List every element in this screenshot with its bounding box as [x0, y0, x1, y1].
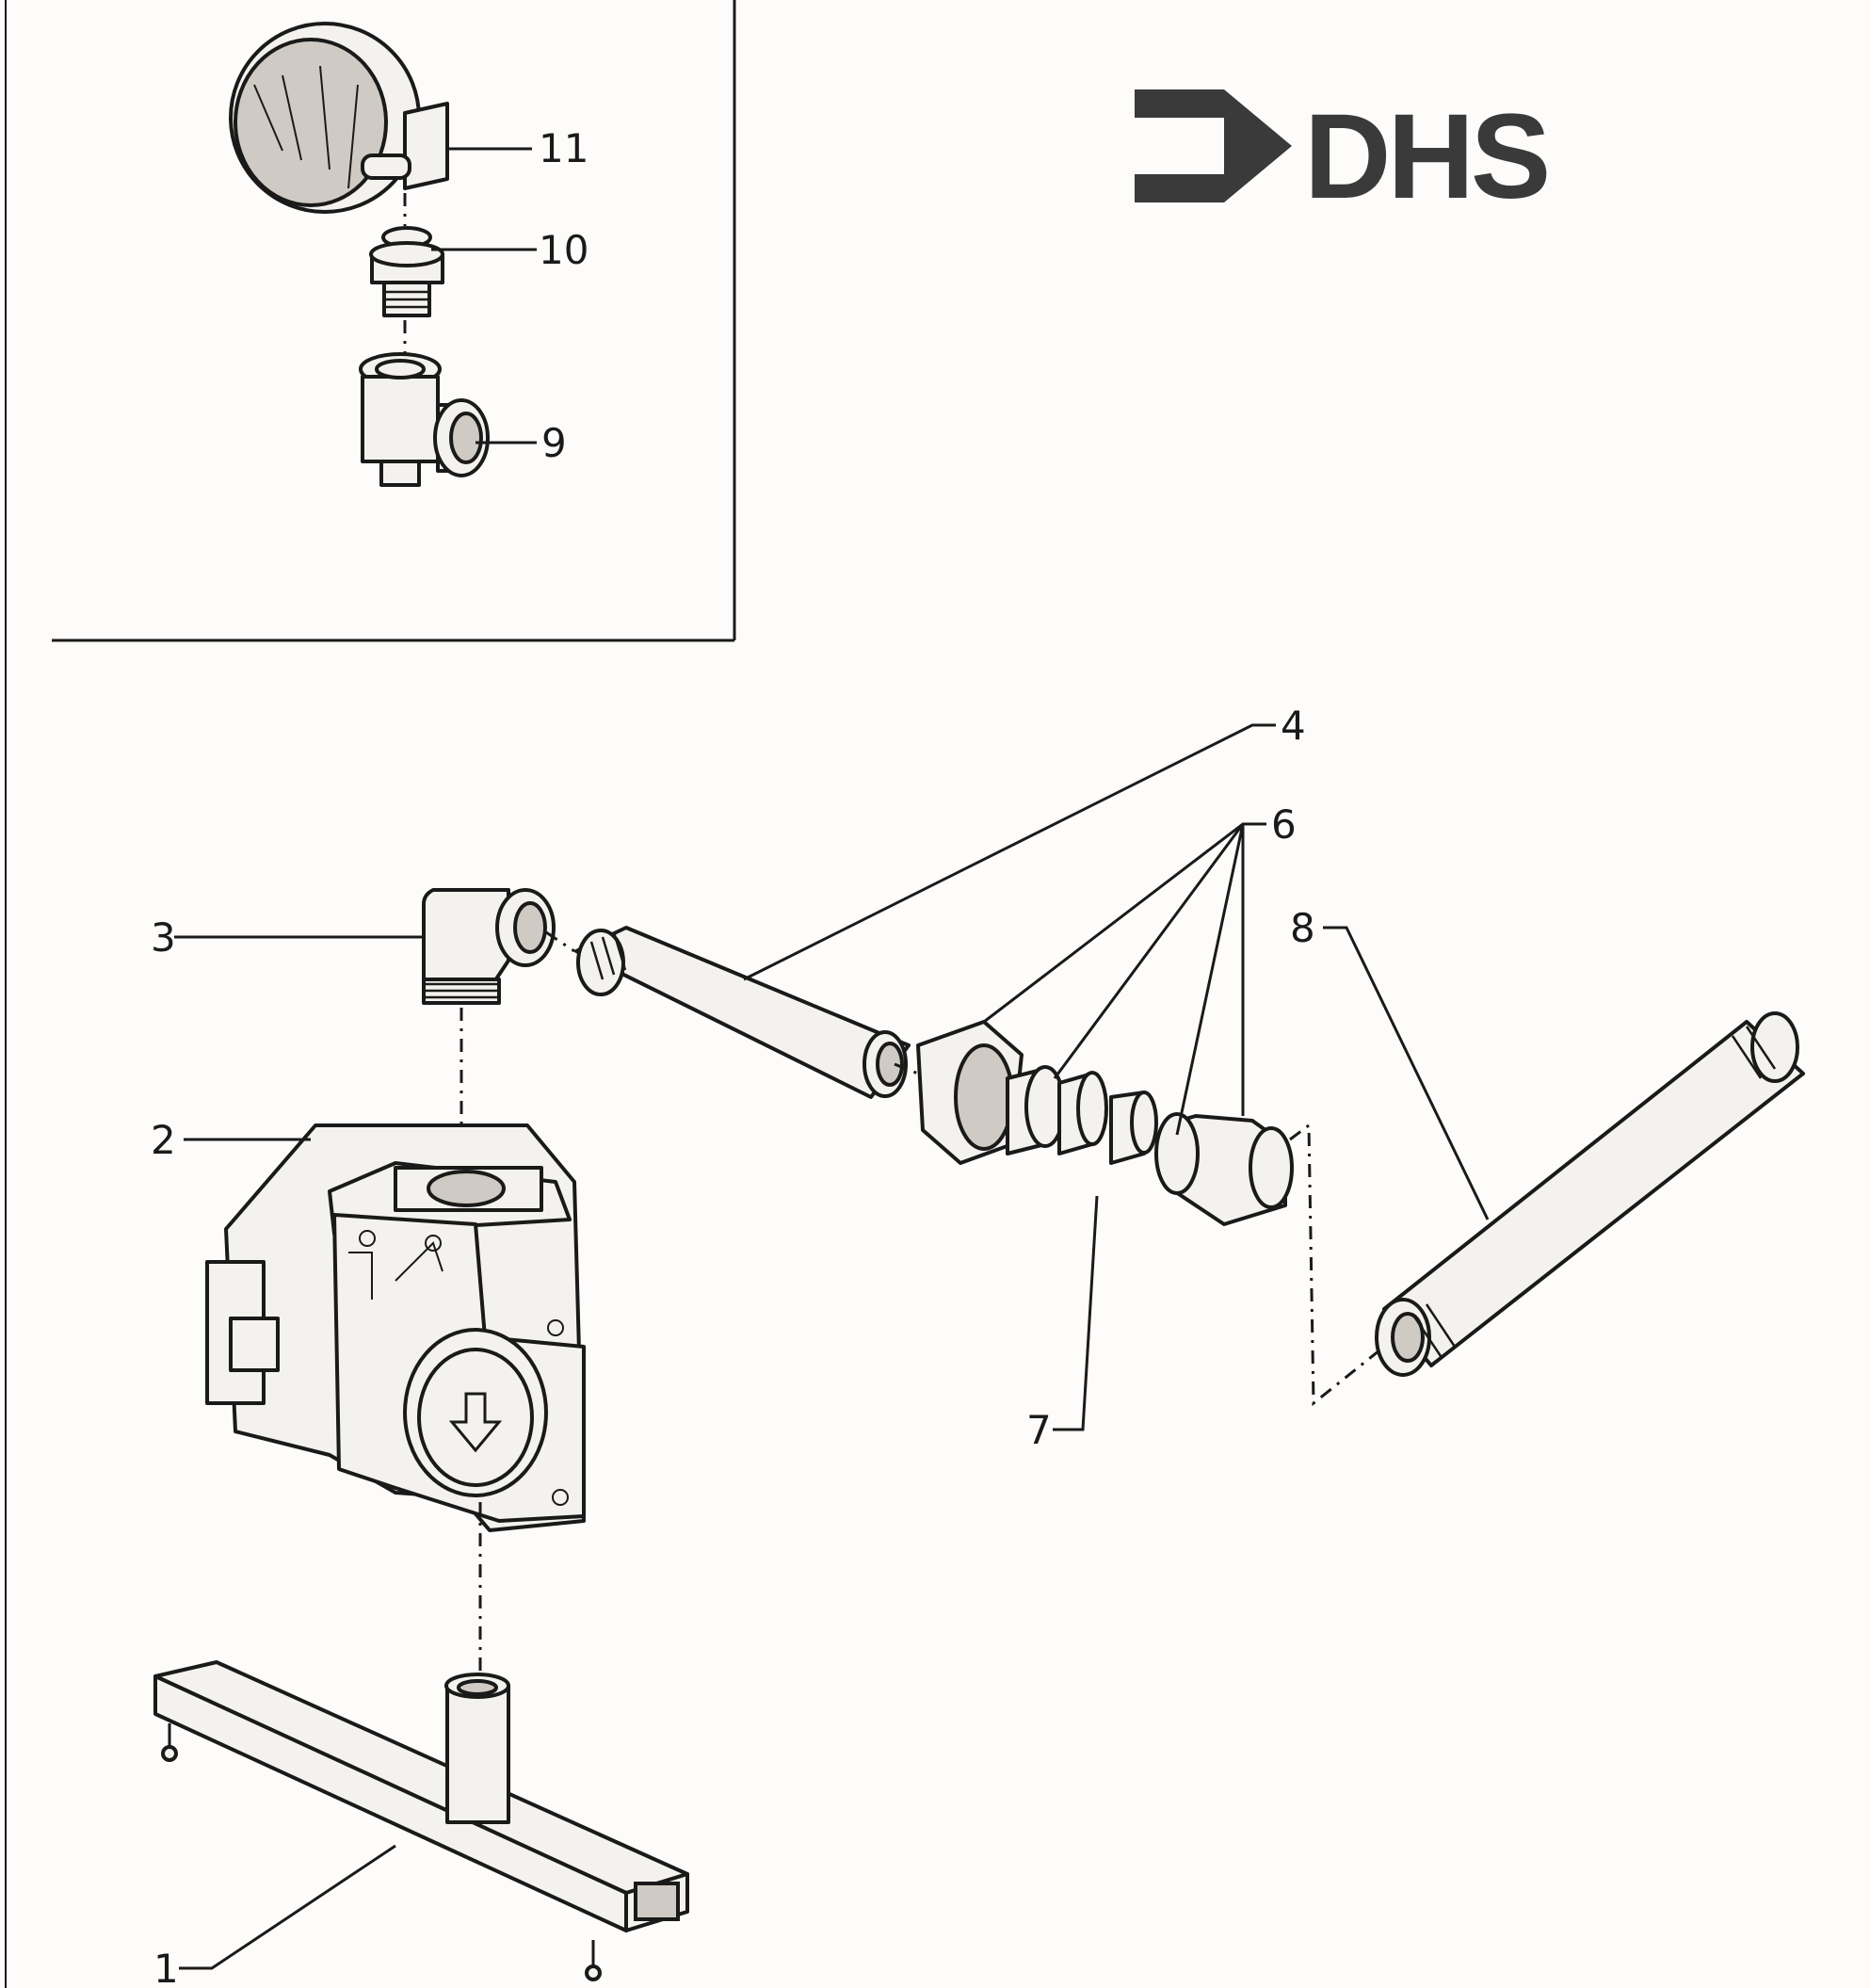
callout-2: 2 [151, 1117, 176, 1163]
part-3-elbow [422, 888, 556, 1005]
part-9-tee [359, 352, 490, 487]
part-8-pipe [1375, 1011, 1805, 1377]
callout-9: 9 [541, 420, 567, 466]
part-10-nipple [369, 226, 444, 317]
part-4-pipe [574, 926, 911, 1099]
part-2-valve [205, 1123, 586, 1532]
callout-7: 7 [1026, 1407, 1052, 1453]
logo-arrow-mark [1135, 89, 1292, 202]
callout-4: 4 [1281, 703, 1306, 749]
logo-text: DHS [1304, 89, 1547, 224]
callout-11: 11 [539, 125, 588, 171]
callout-labels: 11 10 9 4 6 8 3 2 7 1 [151, 125, 1315, 1988]
dhs-logo: DHS [1135, 89, 1551, 224]
part-11-gauge [229, 22, 449, 214]
callout-6: 6 [1271, 801, 1297, 848]
callout-3: 3 [151, 914, 176, 961]
inset-frame [52, 0, 736, 642]
callout-10: 10 [539, 227, 588, 273]
callout-8: 8 [1290, 905, 1315, 951]
callout-1: 1 [153, 1946, 179, 1988]
leader-lines [174, 147, 1490, 1970]
part-6-union [916, 1020, 1294, 1226]
part-1-manifold [153, 1660, 689, 1981]
